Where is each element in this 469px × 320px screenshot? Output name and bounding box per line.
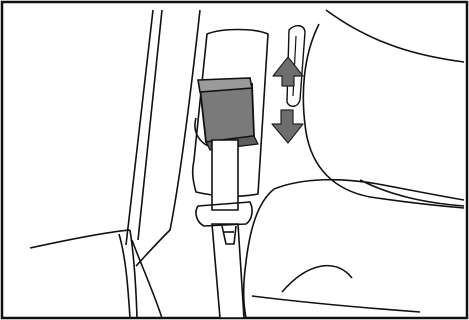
seat-belt-illustration	[0, 0, 469, 320]
illustration-frame	[0, 0, 469, 320]
